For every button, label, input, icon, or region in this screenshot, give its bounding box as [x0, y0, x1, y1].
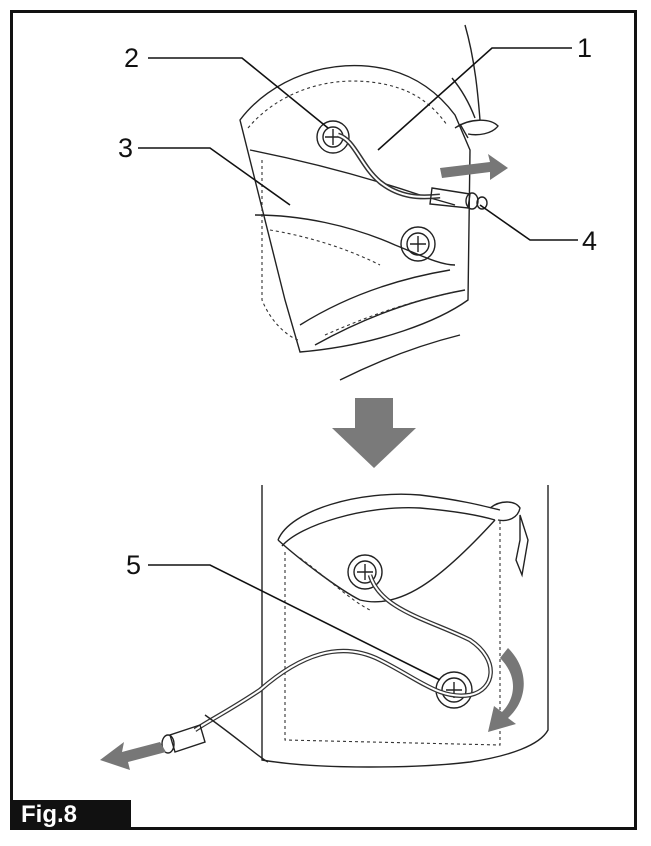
lower-cable-routing [193, 574, 493, 732]
lower-housing [261, 485, 549, 768]
pull-arrow-left [100, 742, 166, 770]
upper-screw-1 [316, 120, 350, 154]
lower-base-edge [204, 714, 269, 763]
lower-screw-bottom [435, 671, 473, 709]
callout-4: 4 [582, 226, 598, 256]
upper-screw-2 [400, 226, 436, 262]
figure-frame [10, 10, 637, 830]
leader-line-1 [377, 47, 572, 151]
leader-line-5 [148, 564, 441, 681]
down-arrow [332, 398, 416, 468]
lower-connector [161, 724, 206, 754]
lower-screw-top [347, 554, 383, 590]
leader-line-3 [138, 147, 291, 206]
leader-line-4 [479, 204, 578, 241]
leader-line-2 [148, 57, 329, 129]
callout-3: 3 [118, 133, 134, 163]
curved-arrow-down [488, 648, 524, 732]
upper-connector [429, 187, 488, 210]
upper-cable [337, 132, 441, 200]
callout-2: 2 [124, 43, 140, 73]
pull-arrow-right [440, 154, 508, 180]
figure-label: Fig.8 [13, 800, 131, 830]
callout-1: 1 [577, 33, 593, 63]
upper-cover-panel [239, 24, 499, 381]
callout-5: 5 [126, 550, 142, 580]
